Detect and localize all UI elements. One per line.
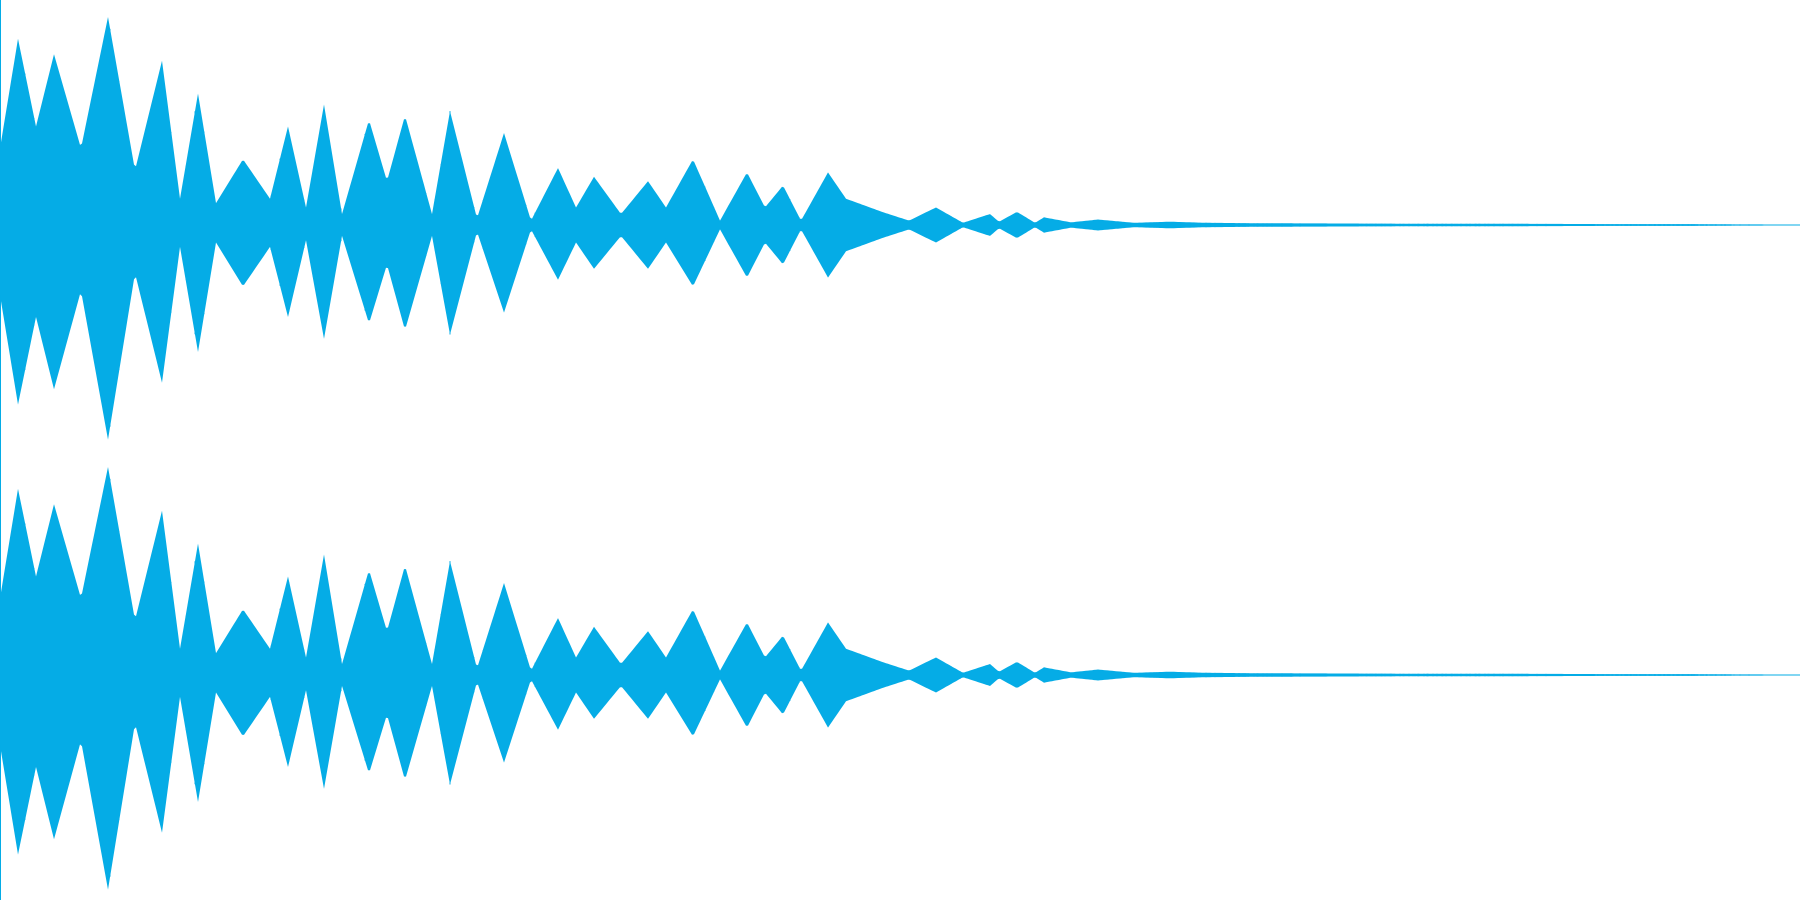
waveform-svg bbox=[0, 0, 1800, 900]
waveform-background bbox=[0, 0, 1800, 900]
waveform-display bbox=[0, 0, 1800, 900]
